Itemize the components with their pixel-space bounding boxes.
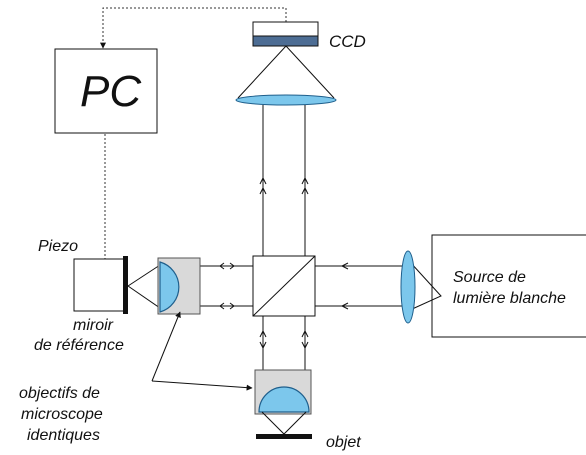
ccd-label: CCD bbox=[329, 32, 366, 51]
ccd-focus-cone bbox=[237, 45, 335, 99]
source-label-line1: Source de bbox=[453, 269, 526, 286]
object-label: objet bbox=[326, 434, 361, 451]
imaging-lens bbox=[235, 94, 337, 106]
objectives-label-line2: microscope bbox=[21, 406, 103, 423]
ccd-to-pc-cable bbox=[100, 7, 287, 49]
pointer-line bbox=[151, 380, 253, 391]
beam-arrow bbox=[219, 302, 235, 310]
source-label-line2: lumière blanche bbox=[453, 290, 566, 307]
reference-mirror bbox=[123, 256, 128, 314]
ccd-sensor bbox=[252, 21, 319, 47]
pc-label: PC bbox=[80, 67, 142, 116]
beam-arrow bbox=[340, 262, 349, 270]
beam-arrow bbox=[301, 176, 309, 195]
reference-objective bbox=[127, 257, 201, 315]
light-source-box bbox=[431, 234, 586, 338]
beam-arrow bbox=[301, 329, 309, 350]
beam-arrow bbox=[219, 262, 235, 270]
beam-arrow bbox=[259, 329, 267, 350]
beam-splitter bbox=[252, 255, 316, 317]
pc-box bbox=[54, 48, 158, 134]
objectives-label-line1: objectifs de bbox=[19, 385, 100, 402]
beam-arrow bbox=[259, 176, 267, 195]
objectives-label-line3: identiques bbox=[27, 427, 100, 444]
object-plate bbox=[256, 434, 312, 439]
object-objective bbox=[254, 369, 312, 435]
beam-arrow bbox=[340, 302, 349, 310]
mirror-label-line1: miroir bbox=[73, 317, 114, 334]
piezo-label: Piezo bbox=[38, 238, 78, 255]
piezo-box bbox=[73, 258, 125, 312]
source-cone bbox=[409, 261, 442, 311]
mirror-label-line2: de référence bbox=[34, 337, 124, 354]
pointer-line bbox=[151, 311, 181, 382]
condenser-lens bbox=[400, 250, 416, 324]
